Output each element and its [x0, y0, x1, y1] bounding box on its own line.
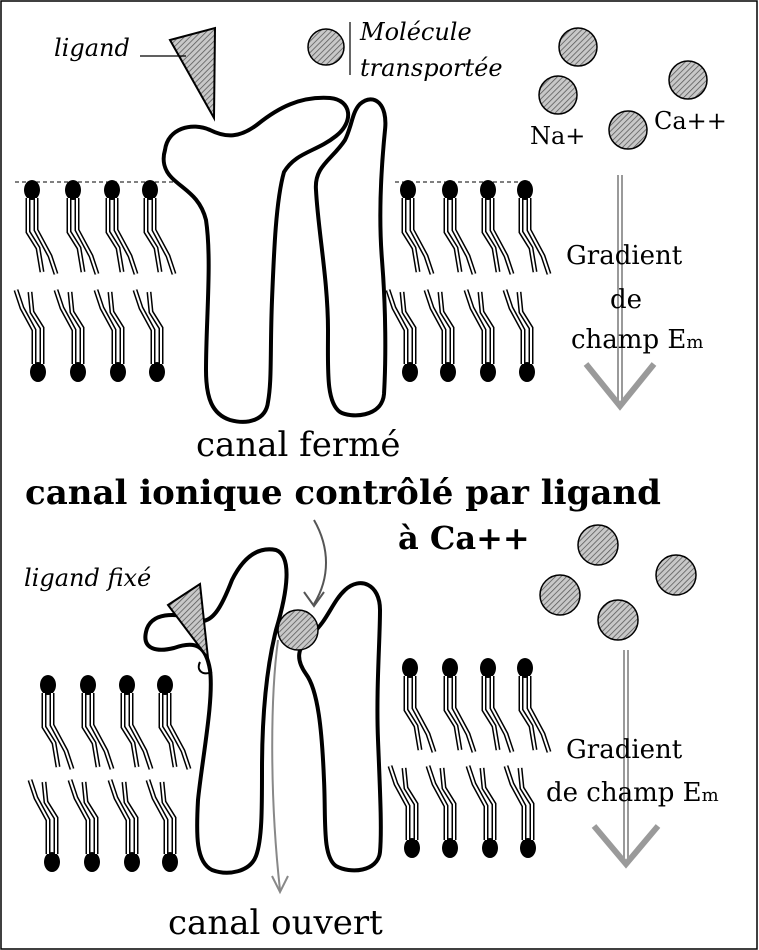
molecule-label-line2: transportée	[360, 56, 503, 80]
closed-channel-label: canal fermé	[196, 428, 400, 462]
ion	[669, 61, 707, 99]
transported-molecule-legend	[308, 29, 344, 65]
ion	[559, 28, 597, 66]
gradient-subscript-bottom: m	[702, 785, 719, 806]
gradient-label-top-line3: champ Em	[571, 327, 703, 353]
ion	[539, 76, 577, 114]
open-channel-label: canal ouvert	[168, 906, 383, 940]
gradient-label-bottom-line1: Gradient	[566, 737, 682, 763]
channel-protein-left-closed	[164, 98, 348, 422]
ion	[578, 525, 618, 565]
figure-title-line1: canal ionique contrôlé par ligand	[25, 476, 661, 510]
channel-protein-right-closed	[316, 99, 386, 415]
gradient-subscript-top: m	[686, 332, 703, 353]
ligand-label-top: ligand	[54, 36, 130, 60]
gradient-label-top-line1: Gradient	[566, 243, 682, 269]
ion	[656, 555, 696, 595]
ion-label-ca: Ca++	[654, 109, 727, 133]
lipid-bilayer-right-top	[388, 180, 549, 382]
gradient-label-bottom-line2: de champ Em	[546, 780, 719, 806]
ligand-label-bound: ligand fixé	[24, 566, 151, 590]
ion	[609, 111, 647, 149]
ligand-triangle-top	[170, 28, 215, 118]
figure-title-line2: à Ca++	[398, 522, 530, 554]
ion	[598, 600, 638, 640]
ions-bottom	[540, 525, 696, 640]
ion-path-arrow	[272, 640, 280, 890]
ion-label-na: Na+	[530, 124, 585, 148]
gradient-label-top-line2: de	[610, 287, 642, 313]
transported-molecule-in-channel	[278, 610, 318, 650]
entry-arrow	[314, 520, 326, 604]
lipid-bilayer-left-top	[16, 180, 174, 382]
lipid-bilayer-left-bottom	[30, 675, 189, 872]
molecule-label-line1: Molécule	[360, 20, 472, 44]
lipid-bilayer-right-bottom	[390, 658, 549, 858]
ion	[540, 575, 580, 615]
